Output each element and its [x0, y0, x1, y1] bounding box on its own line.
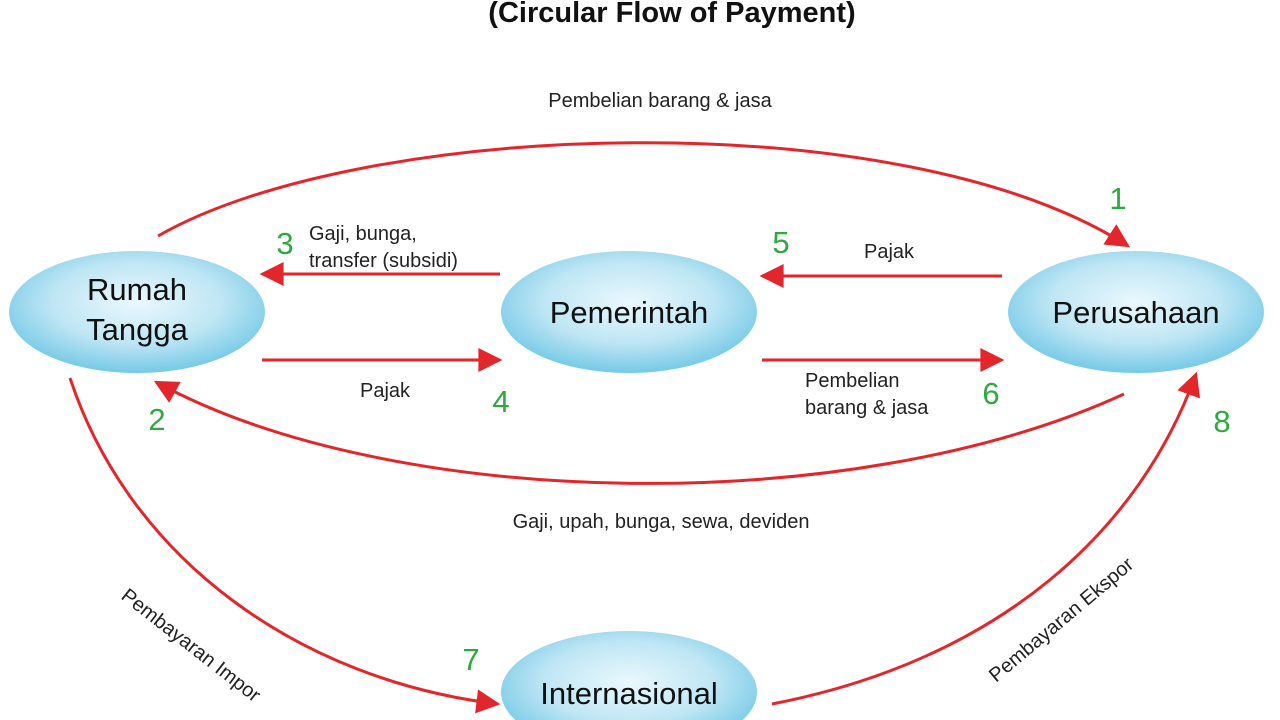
flow-1-label: Pembelian barang & jasa: [548, 90, 772, 112]
node-internasional-label: Internasional: [540, 676, 718, 711]
flow-1-number: 1: [1109, 181, 1126, 216]
arrow-8-ekspor: [771, 371, 1200, 706]
flow-6-label-2: barang & jasa: [805, 397, 929, 419]
node-rumah-tangga-label-2: Tangga: [86, 312, 188, 347]
node-pemerintah-shape: [501, 251, 757, 373]
flow-5-number: 5: [772, 225, 789, 260]
node-internasional: Internasional: [501, 631, 757, 720]
flow-5-label: Pajak: [864, 241, 915, 263]
arrow-7-impor: [68, 377, 501, 714]
flow-8-label: Pembayaran Ekspor: [985, 553, 1138, 687]
node-perusahaan-label: Perusahaan: [1052, 295, 1219, 330]
arrow-1-pembelian: [157, 141, 1131, 248]
node-internasional-shape: [501, 631, 757, 720]
flow-2-number: 2: [148, 402, 165, 437]
flow-3-label-2: transfer (subsidi): [309, 250, 458, 272]
flow-3-label-1: Gaji, bunga,: [309, 223, 417, 245]
flow-7-number: 7: [462, 642, 479, 677]
node-perusahaan: Perusahaan: [1008, 251, 1264, 373]
flow-6-number: 6: [982, 376, 999, 411]
flow-4-number: 4: [492, 384, 509, 419]
node-perusahaan-shape: [1008, 251, 1264, 373]
flow-2-label: Gaji, upah, bunga, sewa, deviden: [513, 511, 810, 533]
node-pemerintah-label: Pemerintah: [550, 295, 709, 330]
node-rumah-tangga-label-1: Rumah: [87, 272, 187, 307]
node-pemerintah: Pemerintah: [501, 251, 757, 373]
flow-8-number: 8: [1213, 404, 1230, 439]
diagram-title: (Circular Flow of Payment): [488, 0, 855, 29]
node-rumah-tangga: Rumah Tangga: [9, 251, 265, 373]
flow-4-label: Pajak: [360, 380, 411, 402]
node-rumah-tangga-shape: [9, 251, 265, 373]
flow-7-label: Pembayaran Impor: [117, 585, 265, 707]
flow-3-number: 3: [276, 226, 293, 261]
arrow-2-gaji-upah: [153, 380, 1125, 485]
flow-6-label-1: Pembelian: [805, 370, 900, 392]
